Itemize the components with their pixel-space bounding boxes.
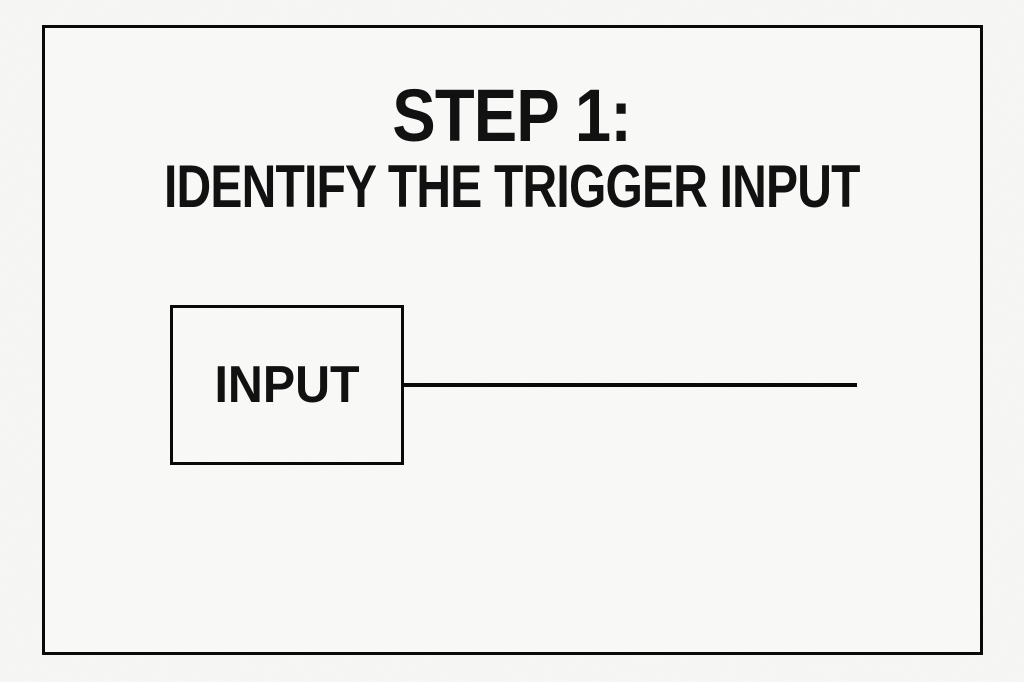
- step-subtitle: IDENTIFY THE TRIGGER INPUT: [0, 157, 1024, 217]
- step-subtitle-text: IDENTIFY THE TRIGGER INPUT: [164, 153, 860, 220]
- step-title-text: STEP 1:: [392, 74, 633, 157]
- step-title: STEP 1:: [0, 79, 1024, 153]
- trigger-wire: [404, 383, 857, 387]
- input-box-label: INPUT: [214, 356, 360, 414]
- input-box: INPUT: [170, 305, 404, 465]
